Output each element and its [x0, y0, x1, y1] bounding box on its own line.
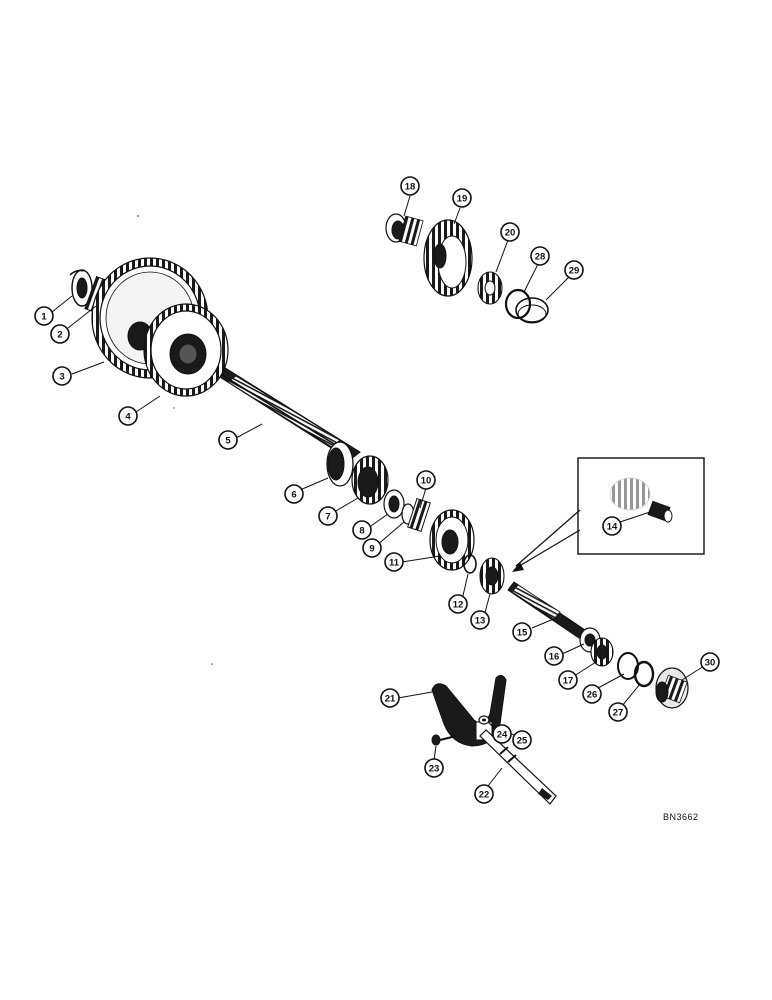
callout-label: 28 [535, 252, 546, 263]
hub-part-30 [655, 667, 689, 709]
callout-16: 16 [544, 646, 564, 666]
detail-inset-box [512, 457, 705, 572]
center-gear-stack [326, 441, 505, 595]
shift-rail-part-22 [479, 729, 557, 805]
gear-part-13 [479, 557, 505, 595]
snap-ring-part-12 [463, 554, 477, 574]
callout-label: 13 [475, 616, 486, 627]
callout-label: 8 [359, 526, 364, 537]
bearing-part-18 [385, 213, 424, 247]
callout-label: 12 [453, 600, 464, 611]
callout-12: 12 [448, 594, 468, 614]
callout-14: 14 [602, 516, 622, 536]
callout-label: 3 [59, 372, 64, 383]
race-part-28 [504, 288, 532, 320]
callout-2: 2 [50, 324, 70, 344]
callout-30: 30 [700, 652, 720, 672]
callout-label: 5 [225, 436, 231, 447]
callout-label: 7 [325, 512, 330, 523]
callout-23: 23 [424, 758, 444, 778]
screw-part-23 [431, 734, 457, 746]
gear-cluster-left [69, 257, 229, 397]
scan-speck [173, 407, 175, 409]
ring-part-29 [515, 297, 549, 324]
callout-label: 30 [705, 658, 716, 669]
callout-label: 17 [563, 676, 574, 687]
callout-26: 26 [582, 684, 602, 704]
callout-24: 24 [492, 724, 512, 744]
callout-9: 9 [362, 538, 382, 558]
drawing-code: BN3662 [663, 812, 699, 822]
callout-label: 6 [291, 490, 296, 501]
callout-15: 15 [512, 622, 532, 642]
callout-label: 9 [369, 544, 374, 555]
callout-label: 4 [125, 412, 131, 423]
callout-label: 22 [479, 790, 490, 801]
gear-part-7 [351, 455, 389, 505]
callout-label: 21 [385, 694, 396, 705]
output-shaft-part-15 [507, 581, 589, 641]
bearing-part-17 [590, 637, 614, 667]
callout-22: 22 [474, 784, 494, 804]
gear-part-4 [143, 303, 229, 397]
callout-11: 11 [384, 552, 404, 572]
callout-label: 1 [41, 312, 47, 323]
callout-label: 2 [57, 330, 62, 341]
callout-1: 1 [34, 306, 54, 326]
callout-label: 23 [429, 764, 440, 775]
callout-21: 21 [380, 688, 400, 708]
callout-label: 19 [457, 194, 468, 205]
bearing-part-1 [69, 269, 93, 307]
bearing-part-20 [477, 271, 503, 305]
callout-19: 19 [452, 188, 472, 208]
callout-label: 14 [607, 522, 618, 533]
bearing-part-6 [326, 441, 354, 487]
callout-28: 28 [530, 246, 550, 266]
callout-13: 13 [470, 610, 490, 630]
callout-label: 24 [497, 730, 508, 741]
callout-label: 18 [405, 182, 416, 193]
callout-label: 15 [517, 628, 528, 639]
callout-5: 5 [218, 430, 238, 450]
callout-label: 16 [549, 652, 560, 663]
gear-part-19 [423, 219, 473, 297]
gear-part-11 [429, 509, 475, 571]
ring-part-27 [633, 660, 655, 688]
sleeve-part-10 [407, 497, 431, 533]
nut-part-24-25 [478, 715, 490, 725]
callout-20: 20 [500, 222, 520, 242]
callout-label: 25 [517, 736, 528, 747]
callout-8: 8 [352, 520, 372, 540]
callout-label: 29 [569, 266, 580, 277]
callout-6: 6 [284, 484, 304, 504]
callout-label: 10 [421, 476, 432, 487]
needle-bearing-part-14 [609, 477, 673, 523]
callout-label: 20 [505, 228, 516, 239]
callout-4: 4 [118, 406, 138, 426]
scan-speck [137, 215, 139, 217]
callout-7: 7 [318, 506, 338, 526]
callout-27: 27 [608, 702, 628, 722]
collar-part-8 [383, 489, 405, 519]
callout-18: 18 [400, 176, 420, 196]
callout-label: 26 [587, 690, 598, 701]
callout-label: 11 [389, 558, 400, 569]
leader-lines [51, 195, 705, 787]
callout-3: 3 [52, 366, 72, 386]
scan-speck [211, 663, 213, 665]
callout-29: 29 [564, 260, 584, 280]
top-gear-cluster [385, 213, 549, 324]
callout-label: 27 [613, 708, 624, 719]
callout-17: 17 [558, 670, 578, 690]
callout-10: 10 [416, 470, 436, 490]
callout-25: 25 [512, 730, 532, 750]
